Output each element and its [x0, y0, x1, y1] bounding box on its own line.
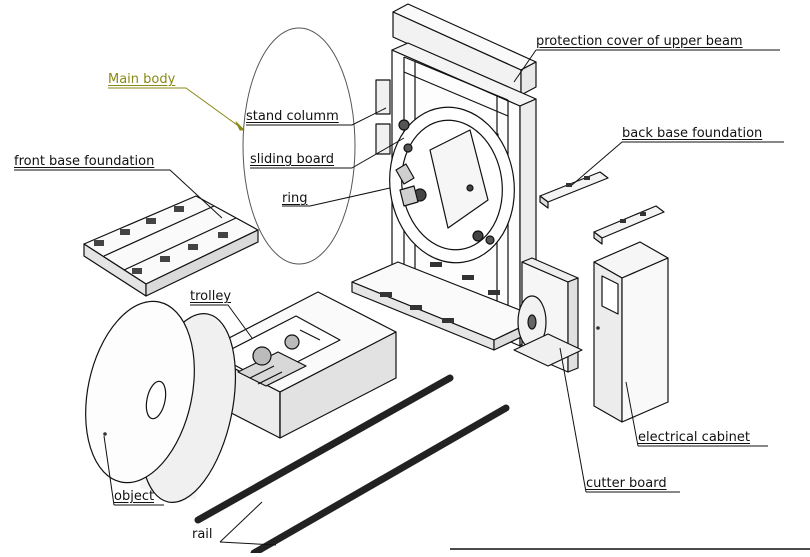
label-sliding-board: sliding board — [250, 152, 335, 167]
leader-lines — [14, 49, 784, 546]
front-base-foundation-drawing — [83, 195, 259, 297]
label-back-base-foundation: back base foundation — [622, 126, 763, 141]
protection-cover-drawing — [392, 3, 537, 96]
cutter-board-drawing — [513, 257, 583, 373]
label-stand-column: stand columm — [246, 109, 339, 124]
label-electrical-cabinet: electrical cabinet — [638, 430, 750, 445]
label-cutter-board: cutter board — [586, 476, 667, 491]
object-roll-drawing — [85, 300, 237, 503]
label-front-base-foundation: front base foundation — [14, 154, 155, 169]
rails-drawing — [194, 374, 510, 557]
back-base-foundation-drawing — [539, 171, 665, 245]
main-frame-drawing — [351, 42, 541, 351]
label-object: object — [114, 489, 155, 504]
label-protection-cover: protection cover of upper beam — [536, 34, 743, 49]
main-body-outline — [242, 27, 356, 265]
label-trolley: trolley — [190, 289, 232, 304]
label-ring: ring — [282, 191, 308, 206]
label-main-body: Main body — [108, 72, 176, 87]
electrical-cabinet-drawing — [593, 241, 669, 423]
label-rail: rail — [192, 527, 213, 542]
